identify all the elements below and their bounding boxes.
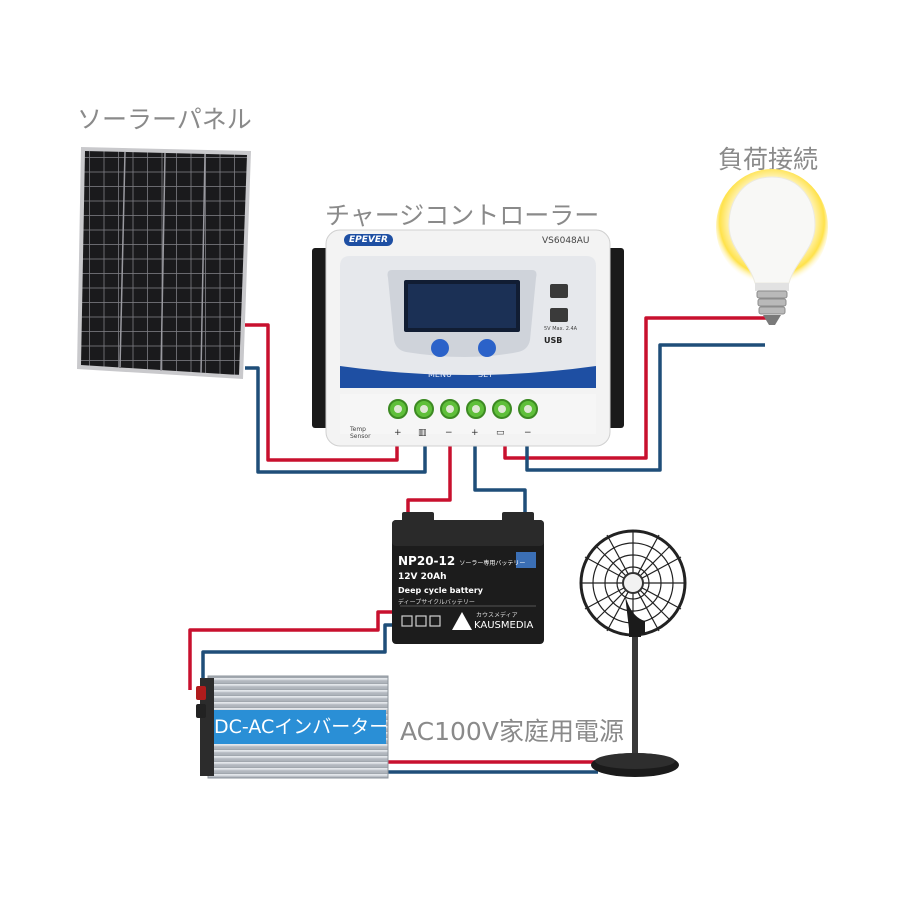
battery-type-jp: ディープサイクルバッテリー [398,599,475,606]
inverter: DC-ACインバーター [196,672,392,782]
menu-button-label: MENU [428,370,452,379]
solar-panel-label: ソーラーパネル [77,105,252,134]
battery-negative-wire [473,438,527,520]
inverter-label: DC-ACインバーター [214,710,388,744]
inverter-positive-wire [188,610,393,690]
svg-text:−: − [445,428,453,438]
battery-brand-jp: カウスメディア [476,612,518,619]
svg-text:−: − [524,428,532,438]
svg-text:+: + [471,428,479,438]
battery-spec: 12V 20Ah [398,572,447,582]
load-positive-wire [503,316,770,460]
solar-panel [77,147,251,379]
svg-text:▥: ▥ [418,428,427,438]
light-bulb [716,169,828,325]
svg-text:+: + [394,428,402,438]
battery-positive-wire [406,438,452,520]
panel-positive-wire [245,323,399,462]
ac-output-label: AC100V家庭用電源 [400,717,624,746]
charge-controller-label: チャージコントローラー [325,201,600,230]
inverter-negative-wire [201,623,393,705]
panel-negative-wire [245,366,427,474]
battery-brand: KAUSMEDIA [474,620,534,631]
controller-usb-label: USB [544,336,563,345]
svg-text:▭: ▭ [496,428,505,438]
battery-model: NP20-12 ソーラー専用バッテリー [398,554,525,568]
controller-usb-spec: 5V Max. 2.4A [544,326,578,332]
battery-type: Deep cycle battery [398,586,484,595]
set-button-label: SET [478,370,494,379]
controller-brand-logo: EPEVER [344,234,393,246]
battery-model-sub: ソーラー専用バッテリー [459,560,526,567]
electric-fan [579,529,687,777]
charge-controller: + ▥ − + ▭ − EPEVER VS6048AU USB 5V Max. 2.4A… [310,228,626,448]
battery: NP20-12 ソーラー専用バッテリー 12V 20Ah Deep cycle … [392,510,544,644]
temp-sensor-label: Temp Sensor [350,426,371,440]
controller-model: VS6048AU [542,236,590,246]
battery-model-number: NP20-12 [398,554,456,568]
load-negative-wire [525,343,765,472]
